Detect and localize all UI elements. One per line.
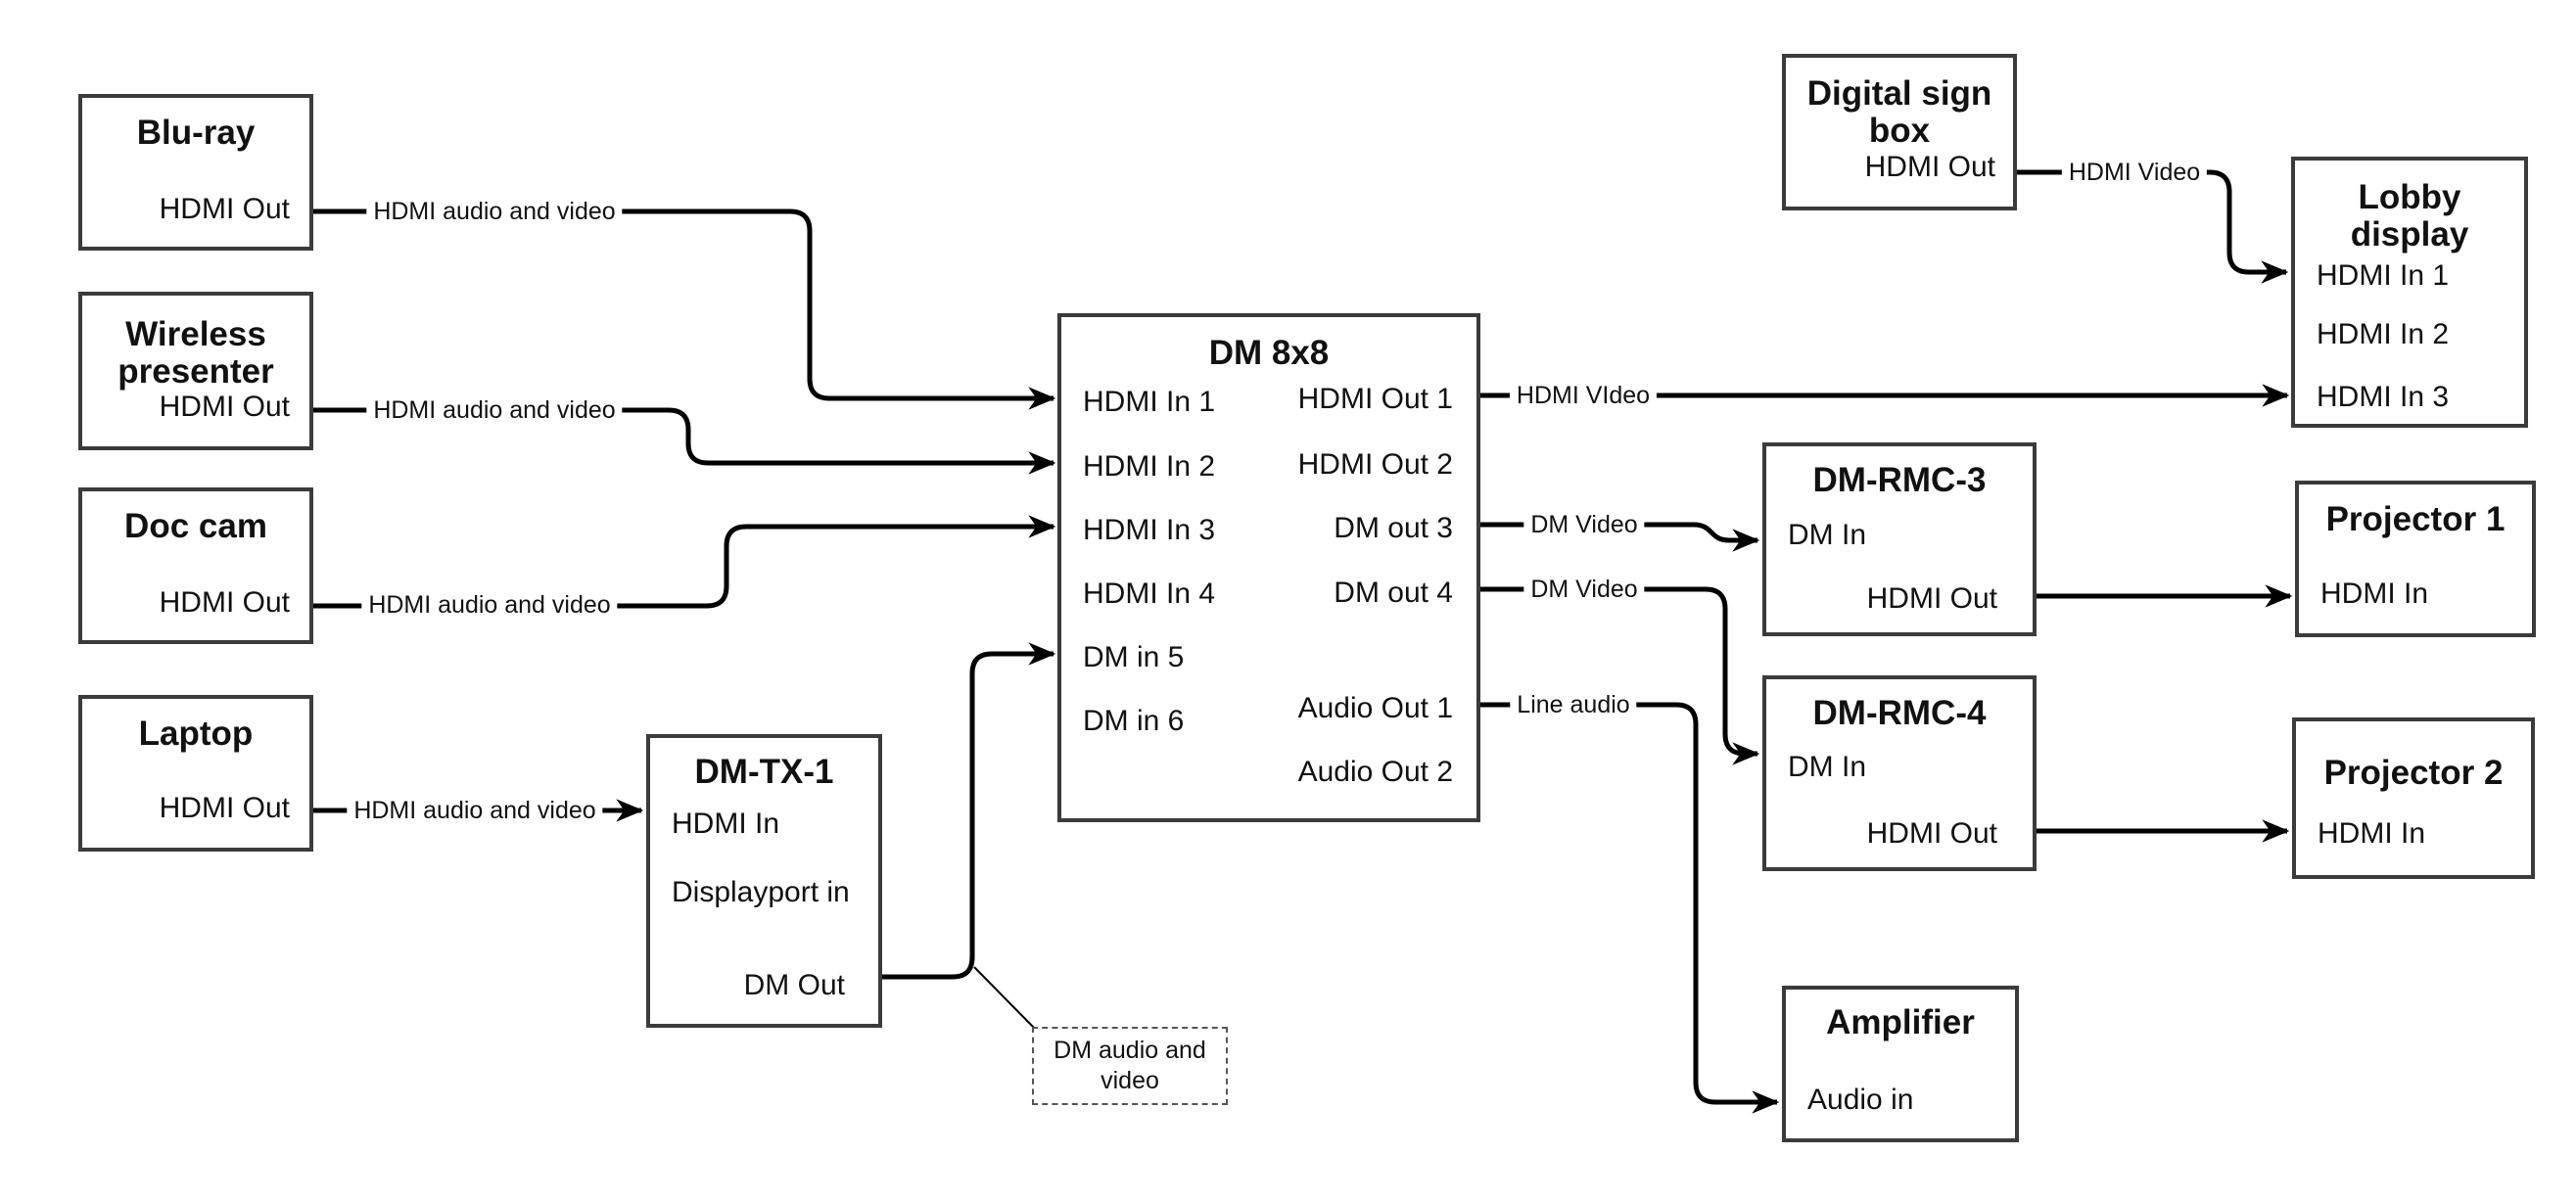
wire-label-hdmi-audio-video-doccam: HDMI audio and video (361, 590, 618, 620)
wire-label-hdmi-audio-video-laptop: HDMI audio and video (347, 796, 603, 825)
node-title: Wireless presenter (82, 316, 309, 391)
node-title: Laptop (138, 715, 254, 753)
title-line-1: Lobby (2358, 178, 2461, 216)
callout-line-2: video (1101, 1067, 1159, 1094)
edge-dm8x8-amp-audio-in (1480, 702, 1780, 1114)
node-lobby-display[interactable]: Lobby display HDMI In 1 HDMI In 2 HDMI I… (2291, 157, 2528, 428)
node-digital-sign-box[interactable]: Digital sign box HDMI Out (1782, 54, 2017, 210)
title-line-1: Digital sign (1806, 74, 1992, 113)
wire-label-line-audio: Line audio (1510, 690, 1637, 719)
port-hdmi-in: HDMI In (2318, 817, 2426, 850)
port-hdmi-out-1: HDMI Out 1 (1297, 383, 1453, 415)
port-hdmi-out-2: HDMI Out 2 (1297, 448, 1453, 481)
port-hdmi-in-3: HDMI In 3 (2317, 381, 2450, 413)
edge-dm8x8-dmrmc3-dm-in (1480, 522, 1760, 552)
port-hdmi-in: HDMI In (2320, 577, 2429, 610)
node-dm-tx-1[interactable]: DM-TX-1 HDMI In Displayport in DM Out (646, 734, 882, 1028)
wire-label-hdmi-audio-video-bluray: HDMI audio and video (366, 197, 623, 226)
port-hdmi-out: HDMI Out (1864, 151, 1995, 183)
node-title: DM-RMC-3 (1812, 461, 1987, 499)
edge-dm8x8-dmrmc4-dm-in (1480, 586, 1760, 765)
edge-doccam-dm8x8-hdmi-in-3 (313, 515, 1056, 609)
node-laptop[interactable]: Laptop HDMI Out (78, 695, 313, 852)
port-hdmi-out: HDMI Out (159, 193, 290, 225)
port-dm-in-6: DM in 6 (1083, 705, 1185, 737)
node-title: Projector 2 (2323, 754, 2504, 792)
port-displayport-in: Displayport in (672, 876, 850, 908)
node-dm-rmc-4[interactable]: DM-RMC-4 DM In HDMI Out (1762, 675, 2037, 871)
node-bluray[interactable]: Blu-ray HDMI Out (78, 94, 313, 251)
port-audio-in: Audio in (1807, 1084, 1914, 1116)
node-dm-8x8[interactable]: DM 8x8 HDMI In 1 HDMI In 2 HDMI In 3 HDM… (1057, 313, 1480, 822)
node-title: Projector 1 (2325, 500, 2506, 538)
title-line-1: Wireless (125, 315, 266, 353)
title-line-2: display (2350, 215, 2469, 254)
node-title: Digital sign box (1786, 75, 2013, 150)
port-hdmi-out: HDMI Out (159, 586, 290, 619)
edge-bluray-dm8x8-hdmi-in-1 (313, 208, 1056, 410)
port-hdmi-out: HDMI Out (1866, 817, 1997, 850)
port-audio-out-2: Audio Out 2 (1297, 756, 1453, 788)
port-dm-in: DM In (1788, 751, 1867, 783)
port-dm-out: DM Out (743, 969, 845, 1001)
node-title: Lobby display (2295, 179, 2524, 254)
title-line-2: box (1868, 112, 1931, 150)
edge-digisign-lobby-hdmi-in-1 (2017, 169, 2289, 284)
port-hdmi-out: HDMI Out (159, 792, 290, 824)
wire-label-hdmi-video-lobby: HDMI VIdeo (1509, 381, 1658, 410)
wire-label-hdmi-video-digisign: HDMI Video (2061, 158, 2208, 187)
port-hdmi-out: HDMI Out (159, 391, 290, 423)
edge-dmtx1-dm8x8-dm-in-5 (882, 642, 1056, 980)
callout-leader-line (973, 966, 1036, 1030)
node-wireless-presenter[interactable]: Wireless presenter HDMI Out (78, 292, 313, 450)
wire-label-dm-video-rmc3: DM Video (1523, 510, 1645, 539)
node-title: DM-TX-1 (694, 753, 834, 791)
node-title: DM-RMC-4 (1812, 694, 1987, 732)
port-dm-out-3: DM out 3 (1334, 512, 1453, 544)
port-hdmi-in-3: HDMI In 3 (1083, 514, 1216, 546)
node-title: Blu-ray (136, 114, 256, 152)
callout-line-1: DM audio and (1054, 1037, 1206, 1064)
port-dm-out-4: DM out 4 (1334, 577, 1453, 609)
node-projector-2[interactable]: Projector 2 HDMI In (2292, 717, 2535, 879)
node-doc-cam[interactable]: Doc cam HDMI Out (78, 487, 313, 644)
port-hdmi-in-2: HDMI In 2 (1083, 450, 1216, 483)
node-dm-rmc-3[interactable]: DM-RMC-3 DM In HDMI Out (1762, 442, 2037, 636)
node-projector-1[interactable]: Projector 1 HDMI In (2295, 481, 2536, 637)
wire-label-hdmi-audio-video-wireless: HDMI audio and video (366, 395, 623, 425)
wire-label-dm-video-rmc4: DM Video (1523, 575, 1645, 604)
port-hdmi-in-1: HDMI In 1 (1083, 386, 1216, 418)
port-hdmi-in: HDMI In (672, 808, 780, 840)
port-hdmi-in-2: HDMI In 2 (2317, 318, 2450, 350)
port-audio-out-1: Audio Out 1 (1297, 692, 1453, 724)
node-title: Doc cam (124, 507, 267, 545)
node-title: Amplifier (1826, 1003, 1975, 1041)
port-dm-in: DM In (1788, 519, 1867, 551)
node-amplifier[interactable]: Amplifier Audio in (1782, 986, 2019, 1142)
title-line-2: presenter (117, 352, 274, 391)
port-hdmi-in-1: HDMI In 1 (2317, 259, 2450, 292)
port-hdmi-in-4: HDMI In 4 (1083, 577, 1216, 610)
node-title: DM 8x8 (1208, 334, 1330, 372)
port-dm-in-5: DM in 5 (1083, 641, 1185, 673)
callout-dm-audio-and-video: DM audio and video (1032, 1027, 1228, 1105)
edge-wireless-dm8x8-hdmi-in-2 (313, 407, 1056, 475)
port-hdmi-out: HDMI Out (1866, 582, 1997, 615)
